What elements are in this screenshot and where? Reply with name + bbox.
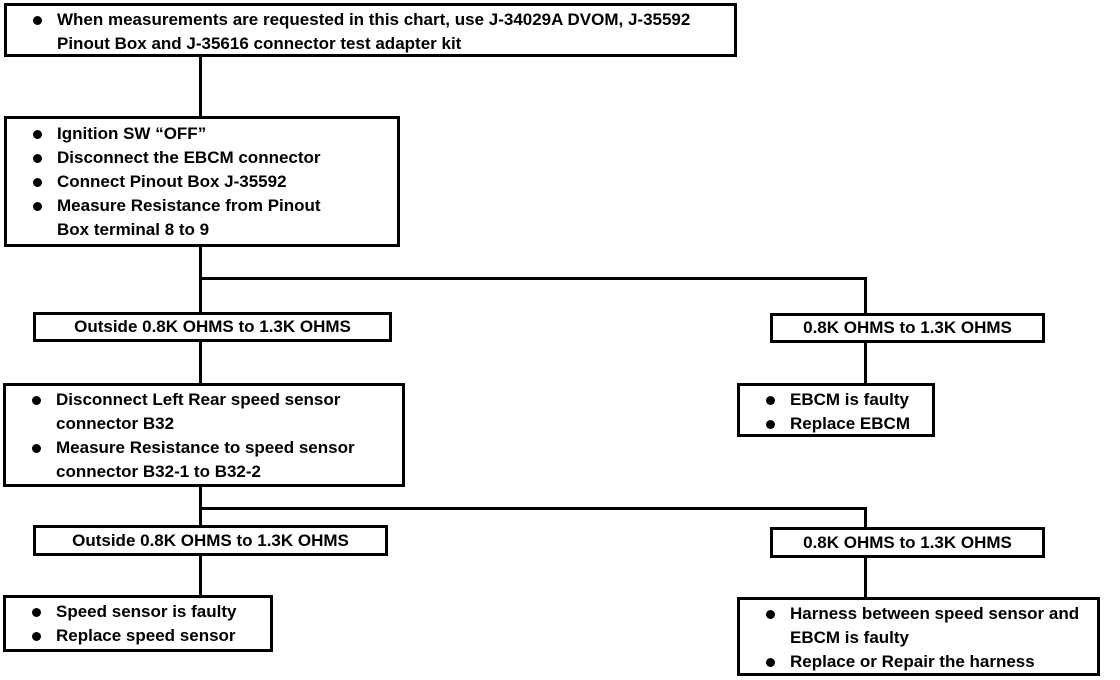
list-item: Measure Resistance from Pinout Box termi… xyxy=(7,194,397,242)
bullet-icon xyxy=(33,178,42,187)
connector-branch1-horizontal xyxy=(199,277,867,280)
connector-instructions-to-step1 xyxy=(199,57,202,116)
bullet-icon xyxy=(32,444,41,453)
list-item-text: Ignition SW “OFF” xyxy=(57,124,207,143)
list-item: Disconnect Left Rear speed sensor connec… xyxy=(6,388,402,436)
instructions-box: When measurements are requested in this … xyxy=(4,3,737,57)
list-item: EBCM is faulty xyxy=(740,388,932,412)
bullet-icon xyxy=(33,130,42,139)
branch2-in-range-label: 0.8K OHMS to 1.3K OHMS xyxy=(770,527,1045,558)
list-item-text: Replace EBCM xyxy=(790,414,910,433)
step2-box: Disconnect Left Rear speed sensor connec… xyxy=(3,383,405,487)
connector-branch1-to-inrange-label xyxy=(864,277,867,313)
branch1-out-of-range-label: Outside 0.8K OHMS to 1.3K OHMS xyxy=(33,312,392,342)
branch-label-text: Outside 0.8K OHMS to 1.3K OHMS xyxy=(74,317,351,336)
bullet-icon xyxy=(766,658,775,667)
branch2-out-of-range-label: Outside 0.8K OHMS to 1.3K OHMS xyxy=(33,525,388,556)
sensor-faulty-box: Speed sensor is faulty Replace speed sen… xyxy=(3,595,273,652)
list-item-text: Replace speed sensor xyxy=(56,626,236,645)
bullet-list: When measurements are requested in this … xyxy=(7,6,734,56)
bullet-list: Speed sensor is faulty Replace speed sen… xyxy=(6,598,270,648)
list-item-text: Speed sensor is faulty xyxy=(56,602,237,621)
connector-outside1-to-step2 xyxy=(199,342,202,383)
list-item-text: Measure Resistance to speed sensor conne… xyxy=(56,438,355,481)
ebcm-faulty-box: EBCM is faulty Replace EBCM xyxy=(737,383,935,437)
list-item-text: When measurements are requested in this … xyxy=(57,10,691,53)
list-item: Speed sensor is faulty xyxy=(6,600,270,624)
bullet-icon xyxy=(32,608,41,617)
connector-inrange1-to-ebcm xyxy=(864,343,867,383)
list-item: Connect Pinout Box J-35592 xyxy=(7,170,397,194)
list-item-text: Disconnect Left Rear speed sensor connec… xyxy=(56,390,341,433)
bullet-icon xyxy=(766,396,775,405)
bullet-list: Harness between speed sensor and EBCM is… xyxy=(740,600,1097,674)
connector-inrange2-to-harness xyxy=(864,558,867,597)
bullet-list: Disconnect Left Rear speed sensor connec… xyxy=(6,386,402,484)
connector-step2-to-branch2 xyxy=(199,487,202,525)
list-item-text: EBCM is faulty xyxy=(790,390,910,409)
bullet-icon xyxy=(33,16,42,25)
bullet-icon xyxy=(766,420,775,429)
step1-box: Ignition SW “OFF” Disconnect the EBCM co… xyxy=(4,116,400,247)
bullet-icon xyxy=(766,610,775,619)
bullet-icon xyxy=(32,396,41,405)
list-item: When measurements are requested in this … xyxy=(7,8,734,56)
connector-branch2-to-inrange-label xyxy=(864,507,867,527)
list-item-text: Disconnect the EBCM connector xyxy=(57,148,321,167)
list-item: Ignition SW “OFF” xyxy=(7,122,397,146)
list-item-text: Harness between speed sensor and EBCM is… xyxy=(790,604,1080,647)
bullet-list: EBCM is faulty Replace EBCM xyxy=(740,386,932,436)
branch1-in-range-label: 0.8K OHMS to 1.3K OHMS xyxy=(770,313,1045,343)
harness-faulty-box: Harness between speed sensor and EBCM is… xyxy=(737,597,1100,676)
branch-label-text: 0.8K OHMS to 1.3K OHMS xyxy=(803,532,1012,552)
list-item-text: Measure Resistance from Pinout Box termi… xyxy=(57,196,321,239)
bullet-icon xyxy=(33,202,42,211)
connector-branch2-horizontal xyxy=(199,507,867,510)
list-item: Replace EBCM xyxy=(740,412,932,436)
branch-label-text: Outside 0.8K OHMS to 1.3K OHMS xyxy=(72,530,349,550)
list-item: Replace or Repair the harness xyxy=(740,650,1097,674)
bullet-icon xyxy=(33,154,42,163)
bullet-icon xyxy=(32,632,41,641)
connector-outside2-to-sensor xyxy=(199,556,202,595)
list-item-text: Replace or Repair the harness xyxy=(790,652,1035,671)
list-item-text: Connect Pinout Box J-35592 xyxy=(57,172,287,191)
branch-label-text: 0.8K OHMS to 1.3K OHMS xyxy=(803,318,1012,337)
list-item: Measure Resistance to speed sensor conne… xyxy=(6,436,402,484)
list-item: Harness between speed sensor and EBCM is… xyxy=(740,602,1097,650)
bullet-list: Ignition SW “OFF” Disconnect the EBCM co… xyxy=(7,119,397,242)
list-item: Disconnect the EBCM connector xyxy=(7,146,397,170)
list-item: Replace speed sensor xyxy=(6,624,270,648)
